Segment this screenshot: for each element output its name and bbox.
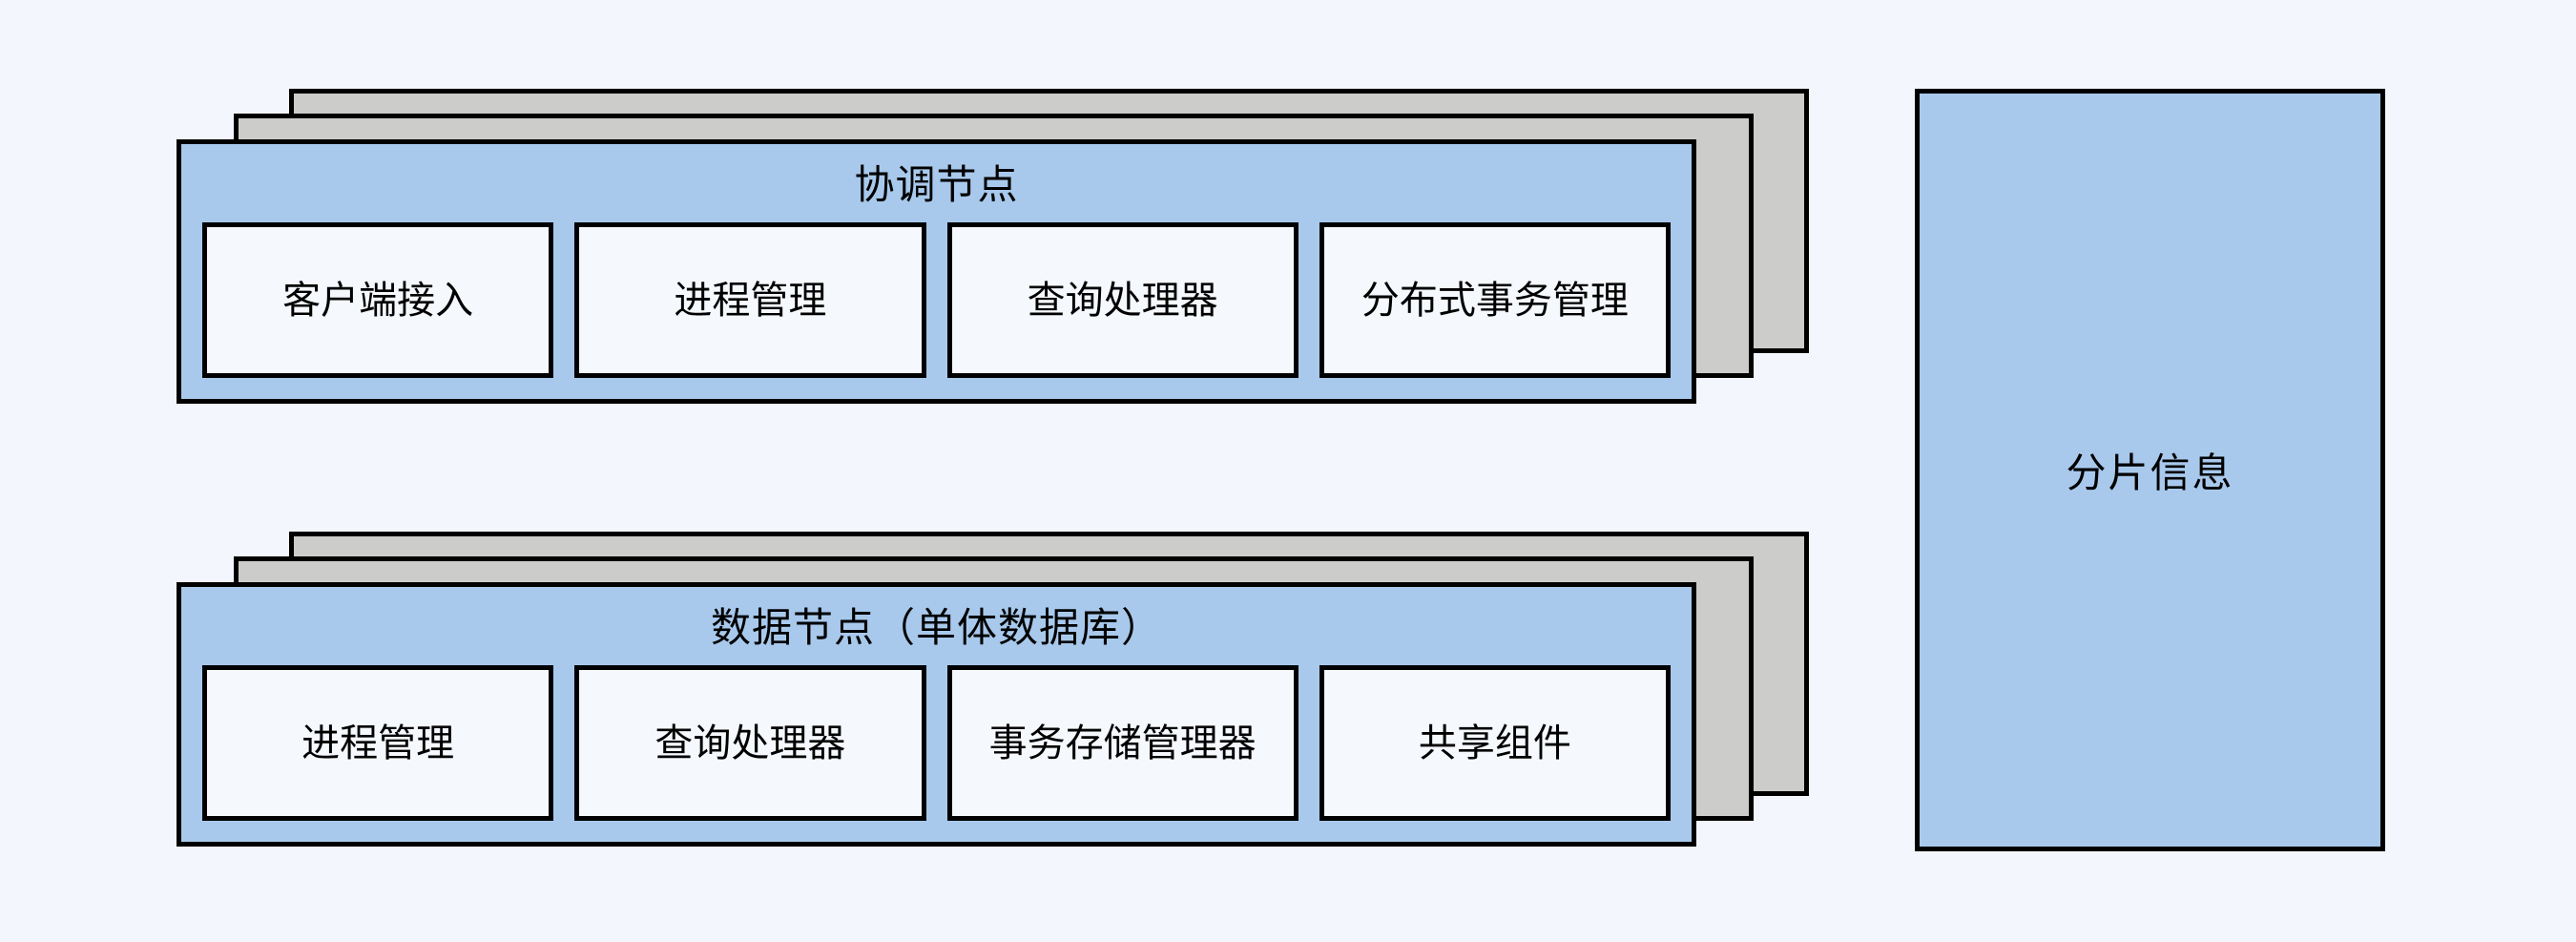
node-title-data: 数据节点（单体数据库） [710, 604, 1162, 651]
component-box-distributed-transaction-management[interactable]: 分布式事务管理 [1319, 222, 1671, 378]
component-box-client-access[interactable]: 客户端接入 [202, 222, 554, 378]
node-card-data[interactable]: 数据节点（单体数据库） 进程管理 查询处理器 事务存储管理器 共享组件 [177, 582, 1696, 847]
component-box-process-management[interactable]: 进程管理 [202, 665, 554, 821]
node-title-coordinator: 协调节点 [854, 161, 1019, 208]
shard-info-panel[interactable]: 分片信息 [1915, 89, 2385, 851]
component-box-query-processor[interactable]: 查询处理器 [946, 222, 1298, 378]
component-row-coordinator: 客户端接入 进程管理 查询处理器 分布式事务管理 [181, 222, 1692, 399]
component-box-query-processor[interactable]: 查询处理器 [574, 665, 926, 821]
shard-info-label: 分片信息 [2066, 450, 2234, 496]
node-group-coordinator: 协调节点 客户端接入 进程管理 查询处理器 分布式事务管理 [177, 89, 1818, 408]
node-card-coordinator[interactable]: 协调节点 客户端接入 进程管理 查询处理器 分布式事务管理 [177, 139, 1696, 404]
component-box-process-management[interactable]: 进程管理 [574, 222, 926, 378]
node-group-data: 数据节点（单体数据库） 进程管理 查询处理器 事务存储管理器 共享组件 [177, 532, 1818, 851]
component-box-shared-components[interactable]: 共享组件 [1319, 665, 1671, 821]
component-box-transaction-storage-manager[interactable]: 事务存储管理器 [946, 665, 1298, 821]
component-row-data: 进程管理 查询处理器 事务存储管理器 共享组件 [181, 665, 1692, 842]
